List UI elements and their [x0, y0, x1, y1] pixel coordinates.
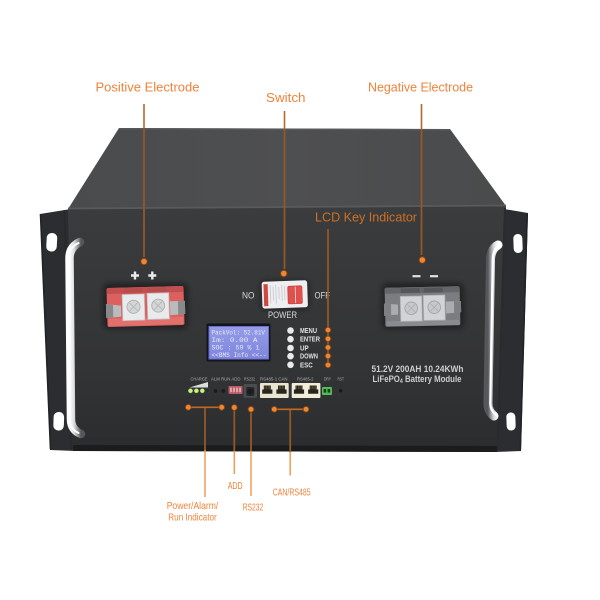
svg-text:DRY: DRY [324, 377, 331, 382]
svg-text:OFF: OFF [315, 291, 331, 302]
svg-text:PackVol: 52.81V: PackVol: 52.81V [212, 330, 266, 337]
svg-text:51.2V 200AH 10.24KWh: 51.2V 200AH 10.24KWh [372, 364, 464, 374]
svg-text:RS485-2: RS485-2 [297, 377, 314, 382]
svg-text:RS232: RS232 [244, 377, 256, 382]
svg-text:Positive Electrode: Positive Electrode [96, 80, 200, 95]
svg-text:POWER: POWER [268, 310, 297, 321]
svg-text:CAN/RS485: CAN/RS485 [273, 488, 311, 499]
svg-text:Switch: Switch [266, 90, 306, 105]
svg-text:Power/Alarm/: Power/Alarm/ [167, 501, 219, 512]
svg-text:ENTER: ENTER [300, 337, 320, 344]
svg-text:ALM RUN ADD: ALM RUN ADD [211, 377, 241, 382]
svg-text:MENU: MENU [300, 328, 317, 335]
svg-text:SOC : 59 % 1: SOC : 59 % 1 [212, 345, 260, 352]
svg-text:LCD Key Indicator: LCD Key Indicator [315, 210, 418, 225]
svg-text:Negative Electrode: Negative Electrode [368, 80, 473, 95]
svg-text:LiFePO4 Battery Module: LiFePO4 Battery Module [373, 374, 462, 385]
svg-text:RST: RST [338, 377, 345, 382]
svg-text:Run Indicator: Run Indicator [168, 513, 217, 524]
svg-text:ADD: ADD [228, 481, 243, 492]
svg-text:UP: UP [300, 346, 309, 353]
svg-text:<<BMS Info <<--: <<BMS Info <<-- [212, 352, 267, 359]
svg-text:RS232: RS232 [243, 503, 264, 514]
svg-text:Im: 0.00 A: Im: 0.00 A [212, 337, 258, 344]
svg-text:NO: NO [242, 291, 255, 302]
svg-text:ESC: ESC [300, 362, 313, 369]
svg-text:CHARGE: CHARGE [191, 377, 208, 382]
svg-text:RS485-1 CAN: RS485-1 CAN [260, 377, 288, 382]
svg-text:DOWN: DOWN [300, 354, 318, 361]
